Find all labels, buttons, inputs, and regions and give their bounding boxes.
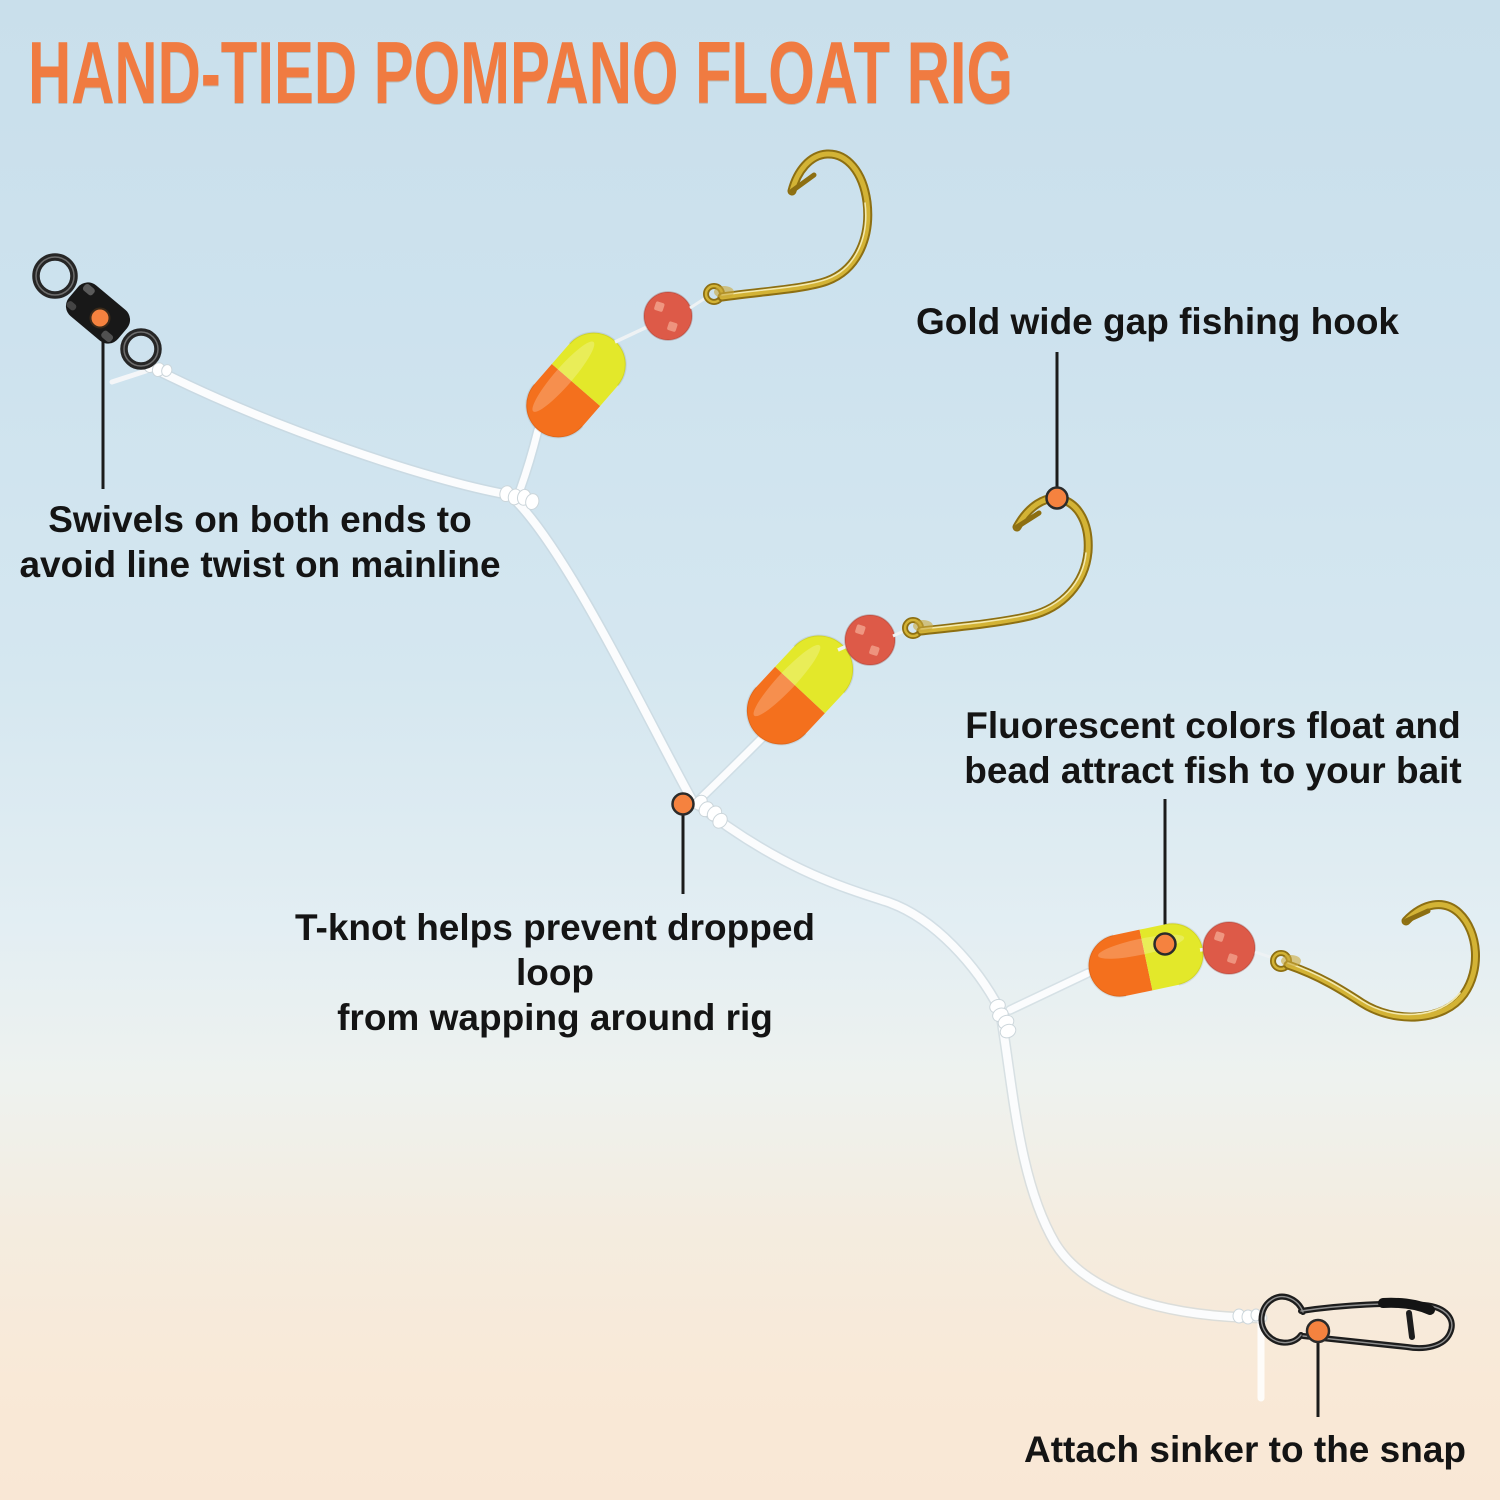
annotation-snap-line1: Attach sinker to the snap (1023, 1429, 1467, 1470)
annotation-t-knot-line2: from wapping around rig (337, 997, 773, 1038)
snap-clip (1258, 1293, 1455, 1352)
annotation-gold-hook: Gold wide gap fishing hook (905, 299, 1410, 344)
dropper-branches (515, 425, 1093, 1015)
callout-dot-swivel (89, 307, 111, 329)
annotation-t-knot-line1: T-knot helps prevent dropped loop (294, 907, 816, 993)
t-knot-2 (692, 794, 728, 829)
snap-latch-pin (1406, 1310, 1415, 1340)
bead-2 (844, 614, 896, 666)
annotation-swivel-line2: avoid line twist on mainline (19, 544, 501, 585)
annotation-t-knot: T-knot helps prevent dropped loop from w… (290, 905, 820, 1040)
dropper-2 (696, 733, 767, 803)
dropper-1 (516, 426, 542, 494)
annotation-snap: Attach sinker to the snap (1000, 1427, 1490, 1472)
page-title: HAND-TIED POMPANO FLOAT RIG (28, 23, 1014, 122)
float-3-orange-half (1088, 929, 1153, 997)
float-2-orange-half (746, 666, 825, 745)
bead-3-to-hook (1254, 950, 1274, 960)
snap-knot (1232, 1308, 1262, 1325)
dropper-3 (1006, 969, 1092, 1014)
hook-3-knot (1281, 955, 1301, 967)
bead-3 (1202, 921, 1256, 975)
main-line (157, 367, 1268, 1324)
hook-2 (902, 493, 1093, 639)
annotation-gold-hook-line1: Gold wide gap fishing hook (915, 301, 1400, 342)
annotation-swivel: Swivels on both ends to avoid line twist… (10, 497, 510, 587)
annotation-fluorescent-line2: bead attract fish to your bait (964, 750, 1462, 791)
snap-clasp (1378, 1297, 1435, 1315)
callout-dot-t-knot (671, 792, 695, 816)
bead-1 (643, 291, 693, 341)
hook-3-barb (1403, 908, 1431, 924)
callout-dot-snap (1305, 1318, 1331, 1344)
float-1-yellow-half (551, 332, 626, 406)
callout-dot-float (1153, 932, 1177, 956)
float-1-to-bead (614, 325, 648, 344)
t-knot-3 (989, 998, 1017, 1039)
hook-2-barb (1014, 510, 1042, 530)
hook-2-knot (913, 620, 933, 632)
hook-3 (1270, 900, 1480, 1022)
hook-1 (703, 149, 873, 305)
annotation-fluorescent: Fluorescent colors float and bead attrac… (958, 703, 1468, 793)
annotation-swivel-line1: Swivels on both ends to (48, 499, 472, 540)
callout-lines (101, 330, 1320, 1417)
float-3 (1087, 922, 1205, 998)
hook-1-barb (789, 172, 817, 194)
t-knot-1 (499, 485, 540, 510)
t-knots (143, 358, 1262, 1325)
float-1-orange-half (526, 364, 601, 438)
annotation-fluorescent-line1: Fluorescent colors float and (965, 705, 1461, 746)
float-2-yellow-half (775, 635, 854, 714)
float-2 (745, 634, 855, 746)
hook-1-knot (714, 286, 734, 298)
callout-dot-gold-hook (1045, 486, 1069, 510)
callout-dots (89, 307, 1331, 1344)
